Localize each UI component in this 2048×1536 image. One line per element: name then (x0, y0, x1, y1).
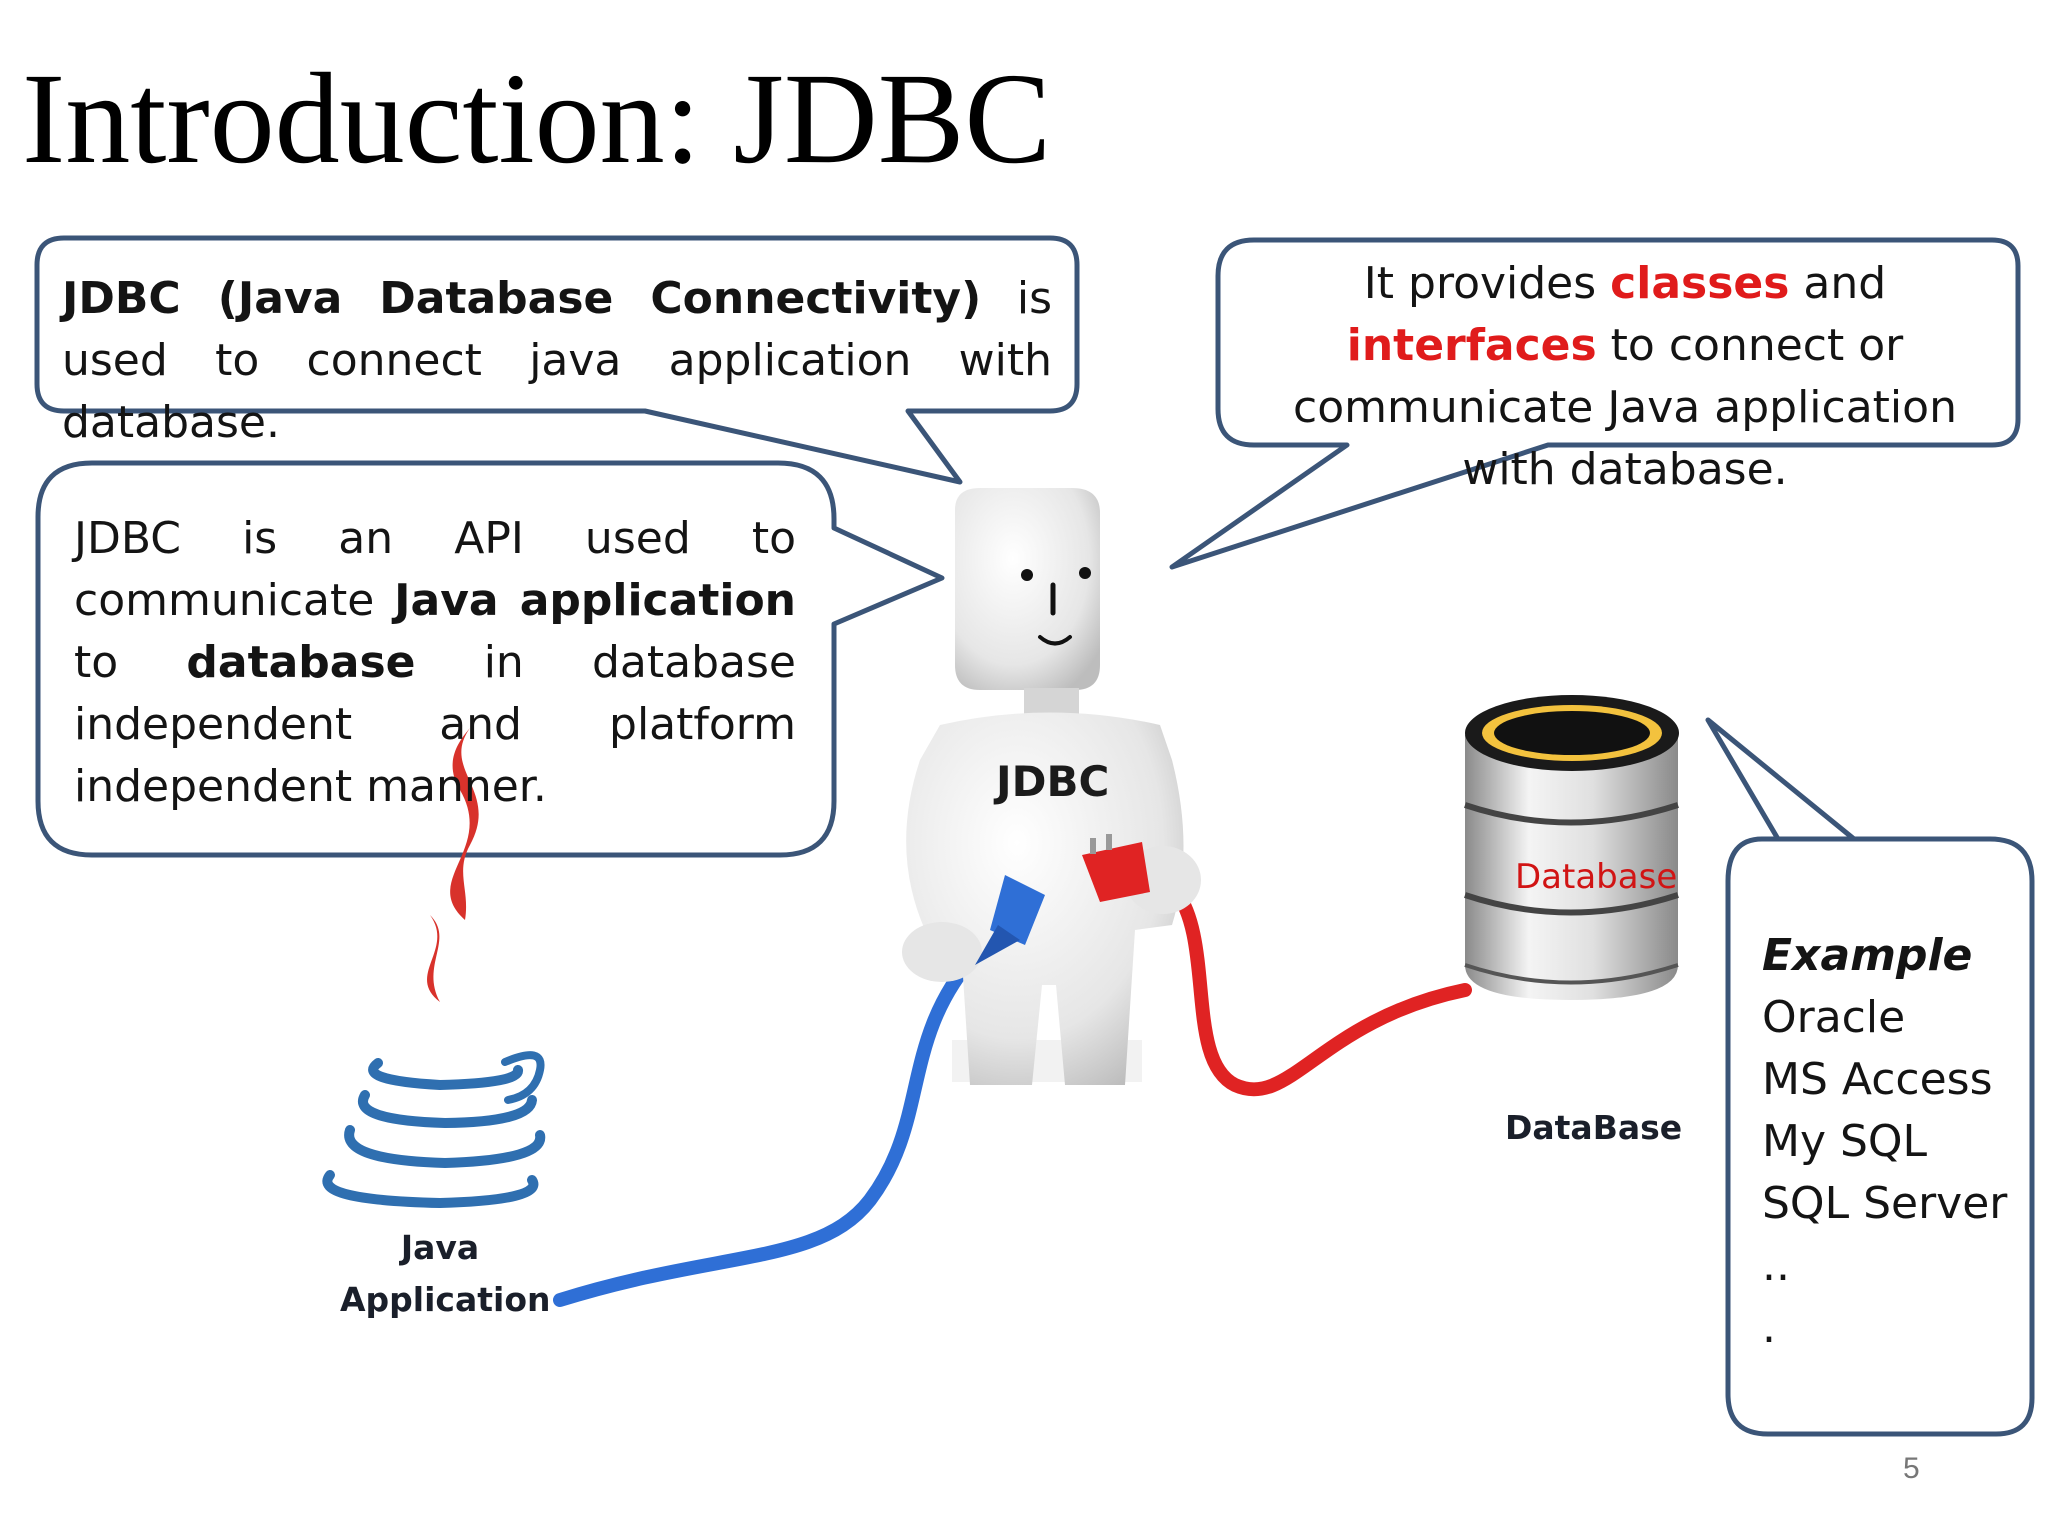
api-p1: JDBC is an API used to communicate (74, 513, 796, 626)
definition-term: JDBC (Java Database Connectivity) (62, 273, 982, 324)
page-number: 5 (1903, 1452, 1920, 1485)
red-cable (1168, 883, 1472, 1097)
provides-pre: It provides (1363, 258, 1611, 309)
database-cylinder-label: Database (1515, 857, 1678, 897)
database-cylinder-icon (1464, 695, 1679, 1000)
examples-list: Example Oracle MS Access My SQL SQL Serv… (1762, 925, 2022, 1359)
example-item: . (1762, 1302, 1776, 1353)
provides-text: It provides classes and interfaces to co… (1255, 253, 1995, 501)
definition-rest: is used to connect java application with… (62, 273, 1052, 448)
java-logo-icon (322, 728, 546, 1209)
examples-heading: Example (1762, 930, 1973, 981)
api-p2: to (74, 637, 187, 688)
api-p3: in database independent and platform ind… (74, 637, 796, 812)
example-item: .. (1762, 1240, 1790, 1291)
callout-api (35, 460, 945, 858)
callout-definition (34, 235, 1080, 485)
red-plug-icon (1082, 834, 1150, 902)
blue-cable (553, 948, 982, 1307)
java-label-line1: Java (400, 1228, 480, 1267)
provides-post: to connect or communicate Java applicati… (1293, 320, 1957, 495)
api-database: database (186, 637, 416, 688)
java-application-label: Java Application (340, 1222, 551, 1326)
provides-interfaces: interfaces (1346, 320, 1597, 371)
api-text: JDBC is an API used to communicate Java … (74, 508, 796, 818)
slide-title: Introduction: JDBC (22, 47, 1052, 191)
example-item: My SQL (1762, 1116, 1928, 1167)
example-item: SQL Server (1762, 1178, 2008, 1229)
provides-classes: classes (1610, 258, 1790, 309)
jdbc-figure-icon (902, 488, 1201, 1085)
api-java-application: Java application (394, 575, 796, 626)
jdbc-figure-label: JDBC (996, 757, 1110, 806)
example-item: MS Access (1762, 1054, 1993, 1105)
blue-plug-icon (975, 875, 1045, 965)
callout-provides (1169, 237, 2021, 570)
java-label-line2: Application (340, 1280, 551, 1319)
callout-examples (1705, 717, 2035, 1437)
example-item: Oracle (1762, 992, 1906, 1043)
database-caption: DataBase (1505, 1108, 1683, 1147)
definition-text: JDBC (Java Database Connectivity) is use… (62, 268, 1052, 454)
provides-and: and (1789, 258, 1887, 309)
